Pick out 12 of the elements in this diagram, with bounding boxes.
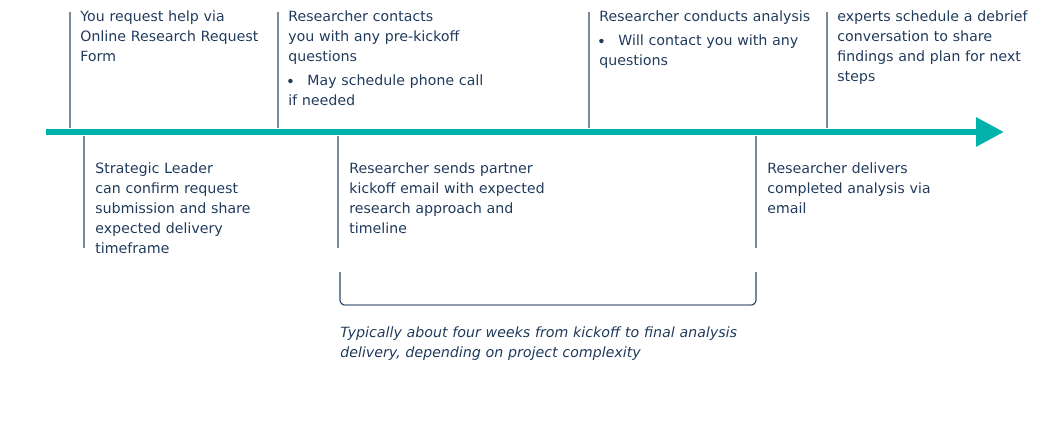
timeline-step: Researcher conducts analysis Will contact you with any questions (588, 10, 810, 129)
node-label: Researcher conducts analysis (600, 10, 810, 24)
bracket-caption: Typically about four weeks from kickoff to final analysis delivery, depending on project complexity (340, 326, 737, 360)
node-label: Will contact you with any questions (599, 34, 798, 68)
timeline-step: Strategic Leader can confirm request submission and share expected delivery timeframe (83, 135, 250, 254)
timeline-step: You request help via Online Research Request Form (69, 10, 258, 129)
timeline-step: Researcher sends partner kickoff email with expected research approach and timeline (337, 135, 544, 249)
node-label: May schedule phone call if needed (289, 74, 482, 106)
node-label: Researcher contacts you with any pre-kickoff questions (288, 10, 460, 64)
timeline-step: experts schedule a debrief conversation to share findings and plan for next steps (826, 10, 1028, 129)
timeline-step: Researcher delivers completed analysis via email (755, 135, 930, 249)
timeline-step: Researcher contacts you with any pre-kickoff questions May schedule phone call if needed (277, 10, 482, 129)
